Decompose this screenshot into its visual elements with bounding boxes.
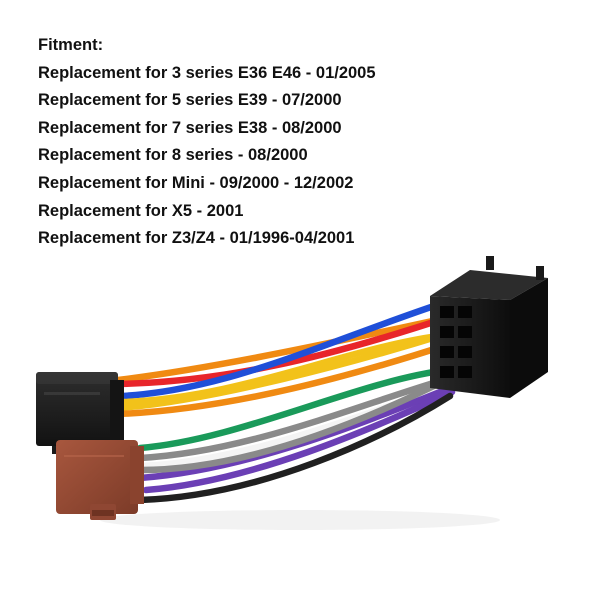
harness-shadow bbox=[100, 510, 500, 530]
wire bbox=[136, 374, 454, 462]
iso-speaker-connector bbox=[56, 440, 144, 520]
fitment-line: Replacement for 8 series - 08/2000 bbox=[38, 146, 308, 165]
wire bbox=[136, 376, 450, 474]
wire-bundle bbox=[114, 298, 460, 504]
wire bbox=[114, 340, 454, 418]
fitment-line: Replacement for 3 series E36 E46 - 01/20… bbox=[38, 63, 376, 82]
wire bbox=[142, 388, 456, 494]
wire bbox=[136, 392, 454, 504]
fitment-line: Replacement for 5 series E39 - 07/2000 bbox=[38, 91, 342, 110]
fitment-line: Replacement for Z3/Z4 - 01/1996-04/2001 bbox=[38, 229, 355, 248]
iso-power-connector bbox=[36, 372, 124, 454]
fitment-heading: Fitment: bbox=[38, 36, 104, 54]
fitment-line: Replacement for 7 series E38 - 08/2000 bbox=[38, 118, 342, 137]
fitment-text-block: Fitment: Replacement for 3 series E36 E4… bbox=[38, 32, 578, 253]
wire bbox=[114, 330, 450, 412]
vehicle-connector bbox=[430, 256, 548, 398]
wire bbox=[136, 366, 452, 452]
wire bbox=[114, 314, 450, 384]
wire bbox=[118, 298, 450, 400]
fitment-line: Replacement for X5 - 2001 bbox=[38, 201, 244, 220]
fitment-line: Replacement for Mini - 09/2000 - 12/2002 bbox=[38, 173, 354, 192]
wire bbox=[120, 332, 442, 406]
